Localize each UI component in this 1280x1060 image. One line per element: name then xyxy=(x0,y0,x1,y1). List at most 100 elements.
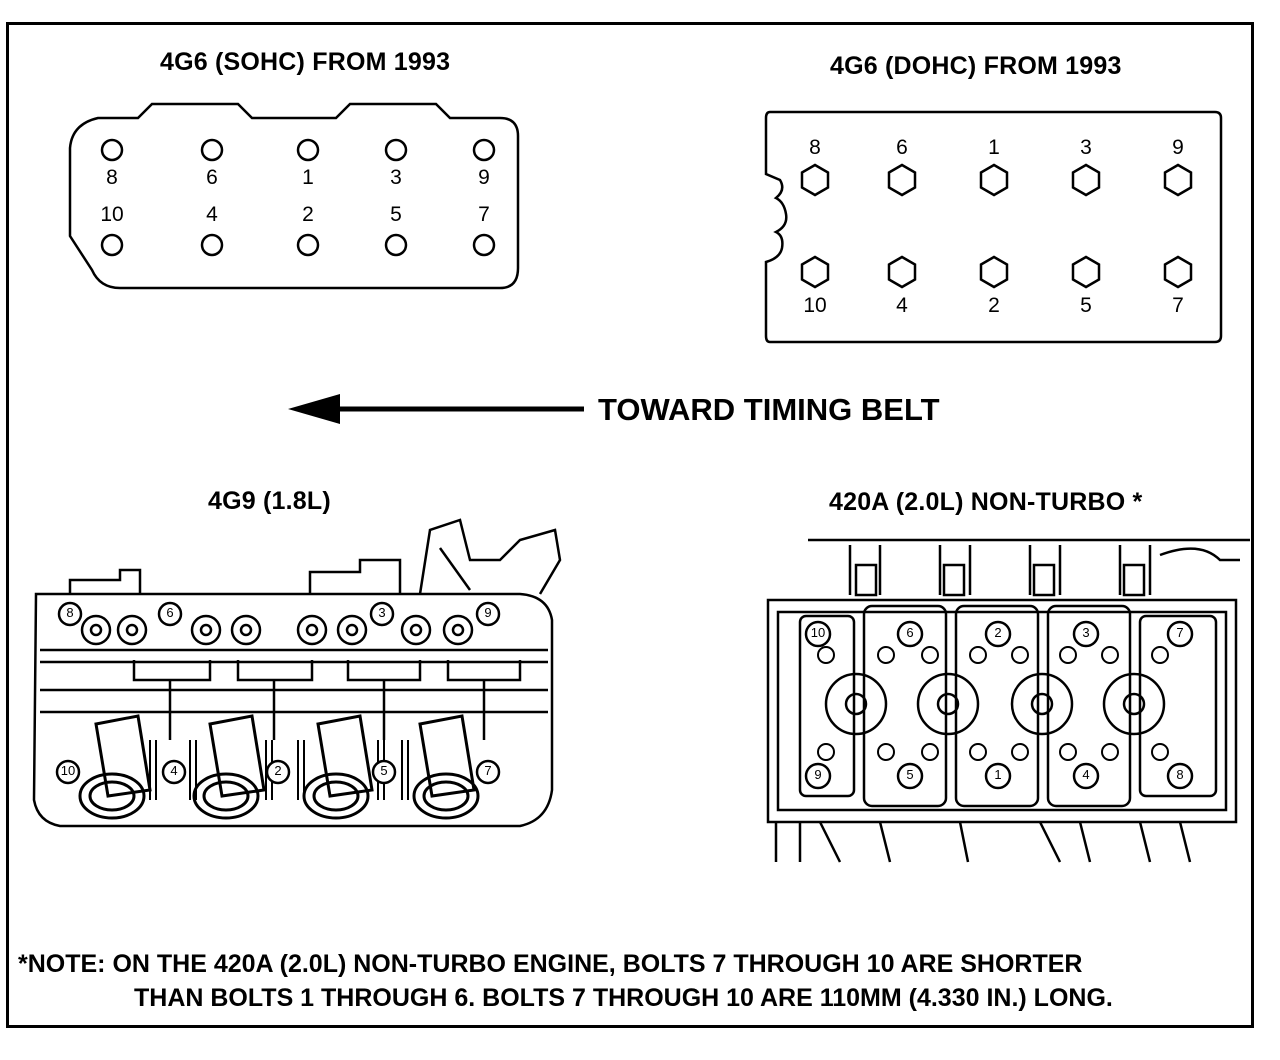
sohc-bolt-top xyxy=(472,138,496,162)
a420-detail xyxy=(877,646,895,664)
dohc-bolt-number: 6 xyxy=(896,136,908,159)
a420-detail xyxy=(921,743,939,761)
g9-bolt-callout xyxy=(55,759,81,785)
sohc-bolt-number: 8 xyxy=(106,166,118,189)
a420-detail xyxy=(817,646,835,664)
g9-bolt-callout xyxy=(475,759,501,785)
a420-bolt-callout xyxy=(896,762,924,790)
dohc-bolt-number: 10 xyxy=(803,294,827,317)
a420-detail xyxy=(1151,743,1169,761)
a420-detail xyxy=(921,646,939,664)
a420-detail xyxy=(969,743,987,761)
a420-detail xyxy=(1059,646,1077,664)
g9-cam-lobe xyxy=(409,623,423,637)
sohc-bolt-bottom xyxy=(296,233,320,257)
note-line-1: *NOTE: ON THE 420A (2.0L) NON-TURBO ENGI… xyxy=(18,950,1083,978)
diagram-frame xyxy=(6,22,1254,1028)
a420-detail xyxy=(1151,646,1169,664)
g9-title: 4G9 (1.8L) xyxy=(208,487,331,515)
dohc-bolt-top xyxy=(800,163,830,197)
dohc-bolt-number: 1 xyxy=(988,136,1000,159)
g9-bolt-number: 2 xyxy=(274,763,282,778)
g9-bolt-number: 3 xyxy=(378,605,386,620)
sohc-bolt-bottom xyxy=(472,233,496,257)
g9-bolt-number: 5 xyxy=(380,763,388,778)
dohc-bolt-top xyxy=(979,163,1009,197)
note-line-2: THAN BOLTS 1 THROUGH 6. BOLTS 7 THROUGH … xyxy=(134,984,1113,1012)
sohc-bolt-number: 4 xyxy=(206,203,218,226)
sohc-title: 4G6 (SOHC) FROM 1993 xyxy=(160,48,451,76)
sohc-bolt-bottom xyxy=(200,233,224,257)
g9-bolt-number: 6 xyxy=(166,605,174,620)
g9-bolt-callout xyxy=(57,601,83,627)
g9-cam-lobe xyxy=(230,614,262,646)
sohc-bolt-bottom xyxy=(384,233,408,257)
sohc-bolt-number: 2 xyxy=(302,203,314,226)
a420-detail xyxy=(877,743,895,761)
g9-cam-lobe xyxy=(199,623,213,637)
sohc-bolt-number: 9 xyxy=(478,166,490,189)
a420-bolt-number: 8 xyxy=(1176,767,1184,782)
a420-bolt-callout xyxy=(804,620,832,648)
a420-bolt-callout xyxy=(1166,762,1194,790)
sohc-bolt-top xyxy=(100,138,124,162)
sohc-bolt-number: 10 xyxy=(100,203,124,226)
a420-bolt-callout xyxy=(896,620,924,648)
dohc-bolt-top xyxy=(1071,163,1101,197)
dohc-bolt-top xyxy=(1163,163,1193,197)
a420-bolt-number: 3 xyxy=(1082,625,1090,640)
g9-cam-lobe xyxy=(116,614,148,646)
dohc-bolt-bottom xyxy=(887,255,917,289)
timing-belt-label: TOWARD TIMING BELT xyxy=(598,392,940,427)
g9-cam-lobe xyxy=(80,614,112,646)
g9-cam-lobe xyxy=(451,623,465,637)
dohc-bolt-bottom xyxy=(800,255,830,289)
g9-cam-lobe xyxy=(89,623,103,637)
g9-cam-lobe xyxy=(336,614,368,646)
dohc-bolt-bottom xyxy=(1163,255,1193,289)
g9-bolt-number: 10 xyxy=(60,763,76,778)
a420-detail xyxy=(969,646,987,664)
a420-bolt-number: 9 xyxy=(814,767,822,782)
dohc-bolt-number: 9 xyxy=(1172,136,1184,159)
g9-cam-lobe xyxy=(442,614,474,646)
dohc-bolt-number: 2 xyxy=(988,294,1000,317)
sohc-bolt-top xyxy=(296,138,320,162)
a420-detail xyxy=(817,743,835,761)
g9-bolt-number: 7 xyxy=(484,763,492,778)
a420-bolt-number: 7 xyxy=(1176,625,1184,640)
dohc-bolt-number: 3 xyxy=(1080,136,1092,159)
a420-bolt-number: 4 xyxy=(1082,767,1090,782)
g9-cam-lobe xyxy=(125,623,139,637)
sohc-bolt-top xyxy=(384,138,408,162)
dohc-bolt-number: 8 xyxy=(809,136,821,159)
g9-cam-lobe xyxy=(400,614,432,646)
a420-bolt-callout xyxy=(1072,620,1100,648)
dohc-bolt-number: 5 xyxy=(1080,294,1092,317)
sohc-bolt-top xyxy=(200,138,224,162)
sohc-bolt-number: 1 xyxy=(302,166,314,189)
a420-detail xyxy=(1101,646,1119,664)
g9-cam-lobe xyxy=(190,614,222,646)
g9-bolt-callout xyxy=(369,601,395,627)
a420-bolt-number: 10 xyxy=(810,625,826,640)
dohc-bolt-top xyxy=(887,163,917,197)
dohc-bolt-bottom xyxy=(979,255,1009,289)
g9-cam-lobe xyxy=(296,614,328,646)
sohc-bolt-number: 6 xyxy=(206,166,218,189)
a420-detail xyxy=(1059,743,1077,761)
dohc-bolt-bottom xyxy=(1071,255,1101,289)
a420-bolt-number: 1 xyxy=(994,767,1002,782)
a420-bolt-callout xyxy=(984,620,1012,648)
sohc-bolt-number: 3 xyxy=(390,166,402,189)
a420-bolt-number: 6 xyxy=(906,625,914,640)
g9-bolt-number: 4 xyxy=(170,763,178,778)
g9-cam-lobe xyxy=(239,623,253,637)
sohc-bolt-number: 7 xyxy=(478,203,490,226)
dohc-bolt-number: 4 xyxy=(896,294,908,317)
a420-bolt-callout xyxy=(1166,620,1194,648)
